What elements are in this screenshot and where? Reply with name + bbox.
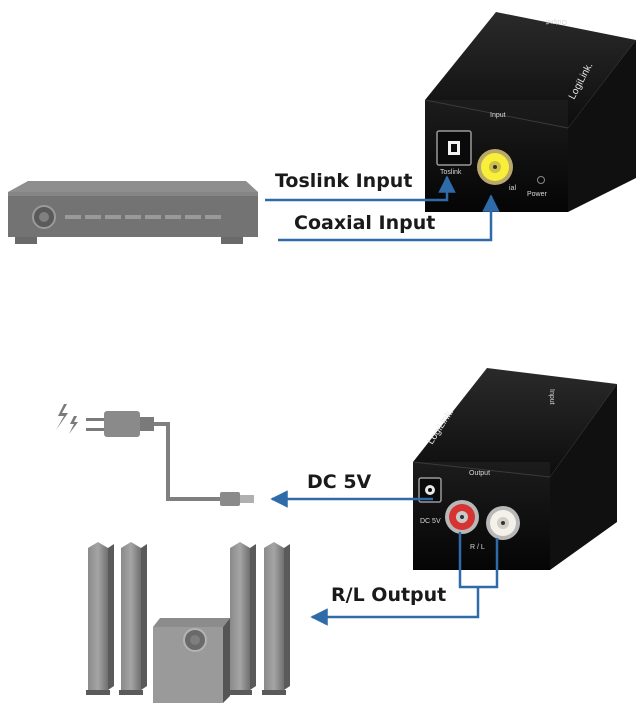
converter-device-top: Output LogiLink. Input Toslink ial Power [424, 12, 636, 212]
coaxial-wire [278, 194, 500, 242]
dc-5v-label: DC 5V [307, 471, 372, 493]
coaxial-input-label: Coaxial Input [294, 212, 435, 234]
tower-speaker [86, 542, 114, 695]
tower-speaker [119, 542, 147, 695]
power-cable [154, 422, 222, 501]
speaker-system-icon [86, 542, 290, 703]
toslink-port-label: Toslink [440, 169, 462, 176]
rl-output-label: R/L Output [331, 584, 446, 606]
rca-white-port [486, 506, 520, 540]
coaxial-port-label: ial [509, 185, 516, 192]
output-label: Output [469, 470, 490, 477]
input-label: Input [490, 112, 506, 119]
dc-port-label: DC 5V [420, 518, 441, 525]
toslink-input-label: Toslink Input [275, 170, 412, 192]
dc-jack-plug-icon [220, 492, 254, 506]
power-label: Power [527, 191, 548, 198]
top-edge-text: Output [546, 18, 567, 25]
power-led [537, 176, 545, 184]
converter-device-bottom: Input LogiLink. Output DC 5V R / L [412, 368, 617, 570]
dvd-player-icon [8, 181, 258, 244]
subwoofer [153, 618, 230, 703]
rca-red-port [445, 500, 479, 534]
tower-speaker [228, 542, 256, 695]
top-wires [265, 175, 500, 242]
toslink-wire [265, 175, 456, 202]
rl-output-wire [310, 587, 480, 626]
power-plug-icon [86, 411, 154, 437]
electricity-icon [56, 404, 78, 434]
top-edge-text: Input [548, 389, 555, 405]
tower-speaker [262, 542, 290, 695]
coaxial-port [477, 149, 513, 185]
rl-port-label: R / L [470, 544, 485, 551]
